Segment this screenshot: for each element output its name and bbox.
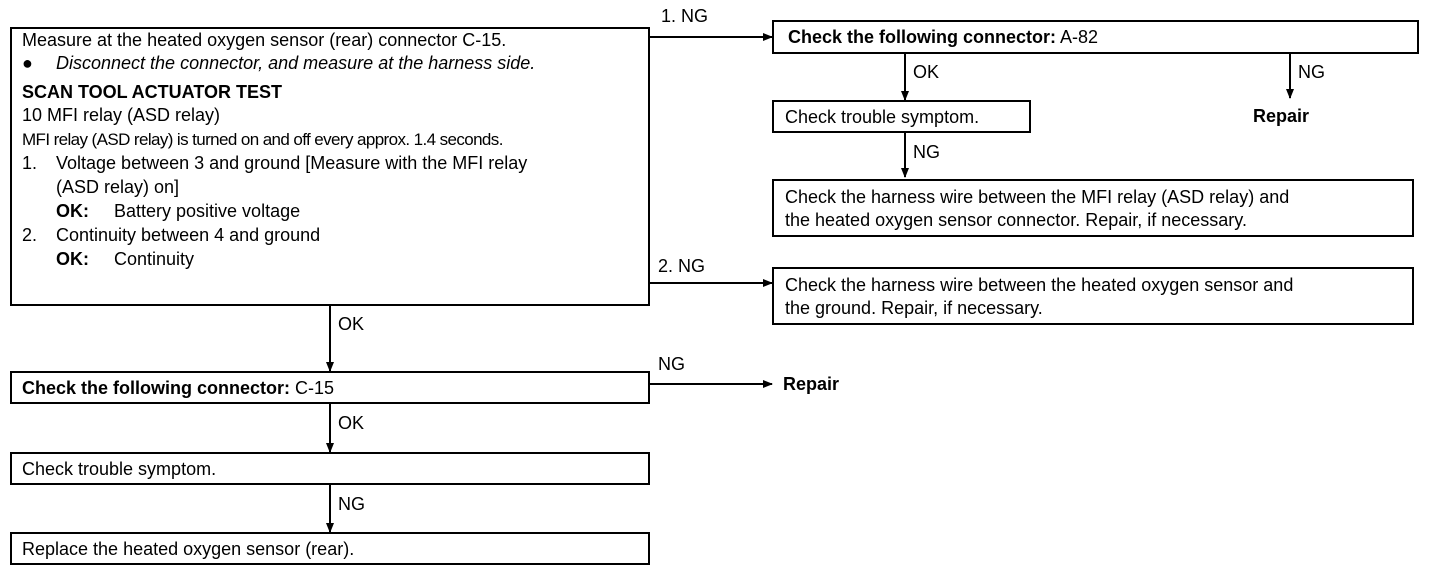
repair-c15: Repair — [783, 374, 840, 394]
item-1-ok-label: OK: — [56, 201, 89, 221]
trouble-symptom-left-text: Check trouble symptom. — [22, 459, 217, 479]
trouble-symptom-right-box: Check trouble symptom. — [772, 100, 1031, 133]
a82-code: A-82 — [1060, 27, 1099, 47]
item-1-text-b: (ASD relay) on] — [56, 177, 180, 197]
harness-mfi-line-1: Check the harness wire between the MFI r… — [785, 187, 1290, 207]
trouble-symptom-left-box: Check trouble symptom. — [10, 452, 650, 485]
check-connector-a82-box: Check the following connector: A-82 — [772, 20, 1419, 54]
scan-tool-heading: SCAN TOOL ACTUATOR TEST — [22, 82, 283, 102]
check-connector-c15-box: Check the following connector: C-15 — [10, 371, 650, 404]
item-1-number: 1. — [22, 153, 38, 173]
a82-prefix: Check the following connector: — [788, 27, 1057, 47]
harness-mfi-line-2: the heated oxygen sensor connector. Repa… — [785, 210, 1247, 230]
item-2-text-a: Continuity between 4 and ground — [56, 225, 321, 245]
item-2-ok-value: Continuity — [114, 249, 195, 269]
item-2-ok-label: OK: — [56, 249, 89, 269]
label-main-ok: OK — [338, 314, 365, 334]
harness-ground-line-2: the ground. Repair, if necessary. — [785, 298, 1043, 318]
bullet: ● — [22, 53, 33, 73]
label-a82-ok: OK — [913, 62, 940, 82]
c15-code: C-15 — [295, 378, 335, 398]
main-line-1: Measure at the heated oxygen sensor (rea… — [22, 30, 507, 50]
main-line-4: 10 MFI relay (ASD relay) — [22, 105, 221, 125]
main-line-2: Disconnect the connector, and measure at… — [56, 53, 536, 73]
label-2-ng: 2. NG — [658, 256, 706, 276]
replace-sensor-text: Replace the heated oxygen sensor (rear). — [22, 539, 355, 559]
label-1-ng: 1. NG — [661, 6, 709, 26]
item-2-number: 2. — [22, 225, 38, 245]
trouble-symptom-right-text: Check trouble symptom. — [785, 107, 980, 127]
item-1-text-a: Voltage between 3 and ground [Measure wi… — [56, 153, 528, 173]
repair-a82: Repair — [1253, 106, 1310, 126]
label-trouble-right-ng: NG — [913, 142, 940, 162]
harness-ground-box: Check the harness wire between the heate… — [772, 267, 1414, 325]
label-trouble-left-ng: NG — [338, 494, 365, 514]
label-a82-ng: NG — [1298, 62, 1325, 82]
harness-ground-line-1: Check the harness wire between the heate… — [785, 275, 1294, 295]
item-1-ok-value: Battery positive voltage — [114, 201, 301, 221]
main-measure-box: Measure at the heated oxygen sensor (rea… — [10, 27, 650, 306]
label-c15-ng: NG — [658, 354, 685, 374]
replace-sensor-box: Replace the heated oxygen sensor (rear). — [10, 532, 650, 565]
harness-mfi-box: Check the harness wire between the MFI r… — [772, 179, 1414, 237]
label-c15-ok: OK — [338, 413, 365, 433]
main-line-5: MFI relay (ASD relay) is turned on and o… — [22, 130, 503, 149]
c15-prefix: Check the following connector: — [22, 378, 291, 398]
